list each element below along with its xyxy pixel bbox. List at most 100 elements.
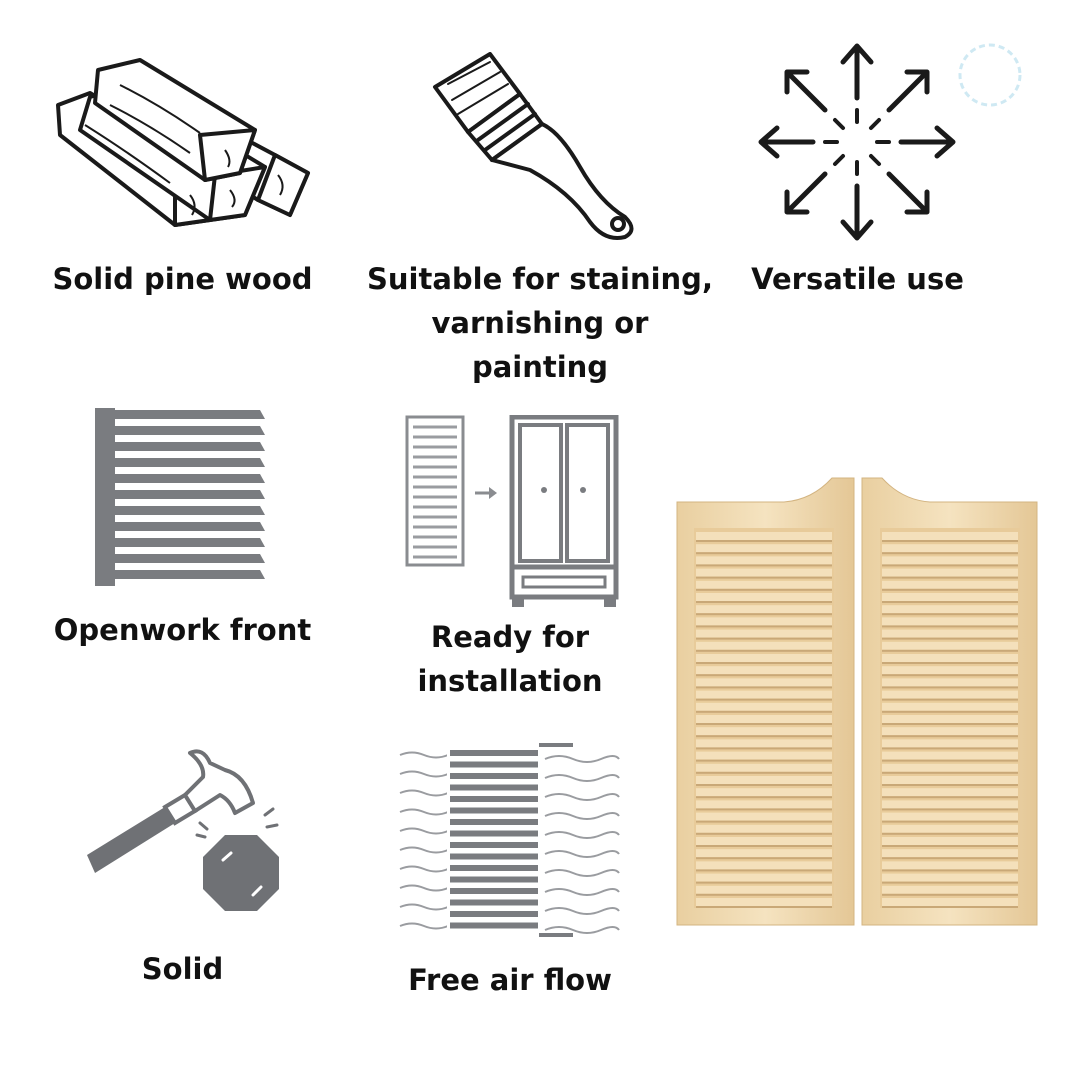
door-slat (696, 532, 832, 540)
door-slat (882, 788, 1018, 797)
door-slat (882, 532, 1018, 540)
door-slat (882, 824, 1018, 833)
louver-slat (450, 807, 538, 814)
door-slat-shadow (882, 576, 1018, 579)
door-slat (696, 605, 832, 614)
door-slat-shadow (696, 906, 832, 908)
louver-slat (450, 830, 538, 837)
door-slat-shadow (882, 857, 1018, 860)
louver-slat (450, 773, 538, 779)
door-slat-shadow (696, 832, 832, 835)
door-slat (882, 812, 1018, 821)
door-slat-shadow (882, 637, 1018, 640)
door-slat-shadow (882, 698, 1018, 701)
door-slat-shadow (882, 552, 1018, 555)
door-slat (882, 861, 1018, 870)
door-slat (882, 544, 1018, 553)
door-slat (882, 885, 1018, 894)
door-slat (696, 556, 832, 565)
feature-label: Ready for installation (380, 615, 640, 703)
air-wave-line (544, 926, 620, 934)
door-slat-shadow (696, 723, 832, 725)
door-slat (696, 678, 832, 687)
door-slat-shadow (696, 808, 832, 811)
louver-slat (450, 888, 538, 894)
door-slat (696, 641, 832, 650)
door-slat (882, 898, 1018, 906)
louver-slat (115, 458, 265, 467)
louver-slat (450, 819, 538, 825)
door-slat (696, 812, 832, 821)
door-slat (882, 593, 1018, 601)
door-slat (696, 873, 832, 882)
label-line: Suitable for staining, (367, 262, 713, 296)
air-wave-line (544, 755, 620, 763)
door-slat (882, 617, 1018, 626)
door-slat-shadow (882, 796, 1018, 799)
door-slat-shadow (882, 735, 1018, 738)
air-wave-line (399, 865, 449, 873)
door-slat-shadow (696, 601, 832, 603)
door-slat-shadow (882, 893, 1018, 896)
door-slat (882, 690, 1018, 699)
door-slat-shadow (882, 710, 1018, 713)
louver-slat (115, 554, 265, 563)
door-slat (696, 702, 832, 711)
door-slat-shadow (882, 747, 1018, 750)
door-slat-shadow (882, 588, 1018, 591)
door-slat (696, 593, 832, 601)
feature-label: Solid pine wood (52, 262, 313, 296)
cabinet-install-icon (405, 415, 619, 607)
door-slat (882, 751, 1018, 760)
door-slat (696, 739, 832, 748)
door-slat-shadow (696, 796, 832, 799)
door-slat (882, 873, 1018, 882)
air-wave-line (399, 808, 449, 816)
door-slat (696, 824, 832, 833)
air-wave-line (399, 770, 449, 778)
louver-slat (450, 842, 538, 848)
door-slat (696, 727, 832, 736)
door-slat (882, 727, 1018, 736)
door-slat-shadow (882, 601, 1018, 603)
door-slat-shadow (696, 613, 832, 616)
door-slat-shadow (882, 649, 1018, 652)
louver-slat (450, 922, 538, 929)
door-slat (882, 605, 1018, 614)
door-slat (696, 849, 832, 858)
door-slat (882, 837, 1018, 845)
door-slat (696, 861, 832, 870)
door-slat (882, 629, 1018, 638)
door-slat (696, 544, 832, 553)
louver-slat (115, 506, 265, 515)
door-slat-shadow (696, 710, 832, 713)
door-slat-shadow (696, 881, 832, 884)
feature-label: Versatile use (751, 262, 964, 296)
louver-slat (115, 570, 265, 579)
door-slat (882, 849, 1018, 858)
air-wave-line (399, 789, 449, 797)
door-slat (882, 678, 1018, 687)
air-wave-line (399, 884, 449, 892)
door-slat-shadow (696, 747, 832, 750)
door-slat-shadow (696, 649, 832, 652)
door-slat (696, 751, 832, 760)
door-slat (696, 654, 832, 662)
louver-slat (450, 911, 538, 917)
door-slat (696, 666, 832, 675)
air-wave-line (399, 922, 449, 930)
air-wave-line (544, 793, 620, 801)
door-slat-shadow (696, 893, 832, 896)
door-slat (882, 800, 1018, 809)
air-wave-line (544, 774, 620, 782)
door-slat (882, 556, 1018, 565)
door-slat (696, 690, 832, 699)
door-slat-shadow (882, 613, 1018, 616)
door-slat-shadow (882, 674, 1018, 677)
arrows-radiating-icon (758, 43, 956, 241)
door-slat-shadow (882, 625, 1018, 628)
air-flow-icon (399, 743, 620, 937)
feature-label: Free air flow (408, 963, 612, 997)
label-line: painting (471, 350, 609, 384)
door-slat-shadow (882, 881, 1018, 884)
